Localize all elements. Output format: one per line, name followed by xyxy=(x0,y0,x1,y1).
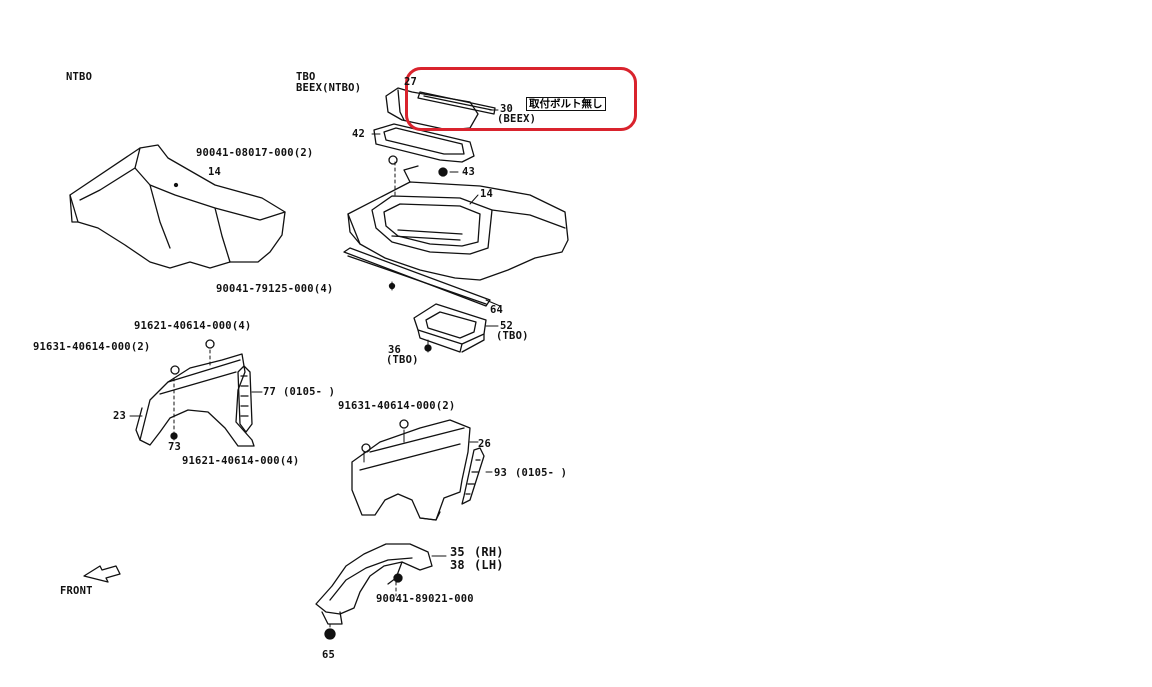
front-arrow-icon xyxy=(83,565,121,583)
label-30: 30 xyxy=(500,103,514,115)
label-bolt-91621-top: 91621-40614-000(4) xyxy=(134,320,252,332)
seal-64 xyxy=(343,247,501,307)
label-52: 52 xyxy=(500,320,514,332)
label-65: 65 xyxy=(322,649,336,661)
highlight-ring xyxy=(405,67,637,131)
fender-23 xyxy=(129,353,255,447)
label-bolt-91631-right: 91631-40614-000(2) xyxy=(338,400,456,412)
label-front: FRONT xyxy=(60,585,93,597)
header-beex-ntbo: BEEX(NTBO) xyxy=(296,82,362,94)
label-bolt-91631-left: 91631-40614-000(2) xyxy=(33,341,151,353)
label-bolt-91621-bottom: 91621-40614-000(4) xyxy=(182,455,300,467)
leaders-upper xyxy=(371,109,499,205)
label-26: 26 xyxy=(478,438,492,450)
wheel-liner-35-38 xyxy=(315,543,447,625)
header-ntbo: NTBO xyxy=(66,71,93,83)
label-27: 27 xyxy=(404,76,418,88)
label-36-tbo: (TBO) xyxy=(386,354,419,366)
label-38-lh: (LH) xyxy=(474,558,504,572)
bracket-52 xyxy=(413,303,499,353)
liner-93 xyxy=(461,447,493,505)
label-beex: (BEEX) xyxy=(497,113,537,125)
hood-ntbo xyxy=(69,144,286,269)
fender-26 xyxy=(351,419,479,521)
label-42: 42 xyxy=(352,128,366,140)
label-93: 93 xyxy=(494,467,508,479)
label-64: 64 xyxy=(490,304,504,316)
label-35: 35 xyxy=(450,545,465,559)
liner-77 xyxy=(237,365,263,433)
strip-30 xyxy=(417,91,496,115)
label-14-right: 14 xyxy=(480,188,494,200)
label-14-left: 14 xyxy=(208,166,222,178)
label-38: 38 xyxy=(450,558,465,572)
bolt-icon xyxy=(170,155,448,640)
header-tbo: TBO xyxy=(296,71,316,83)
label-43: 43 xyxy=(462,166,476,178)
label-73: 73 xyxy=(168,441,182,453)
hood-tbo xyxy=(347,165,569,281)
label-bolt-79125: 90041-79125-000(4) xyxy=(216,283,334,295)
label-93-code: (0105- ) xyxy=(515,467,568,479)
label-36: 36 xyxy=(388,344,402,356)
label-77-code: (0105- ) xyxy=(283,386,336,398)
label-77: 77 xyxy=(263,386,277,398)
label-35-rh: (RH) xyxy=(474,545,504,559)
label-bolt-89021: 90041-89021-000 xyxy=(376,593,474,605)
label-23: 23 xyxy=(113,410,127,422)
seal-42 xyxy=(373,123,475,163)
note-no-mounting-bolt: 取付ボルト無し xyxy=(526,97,606,111)
label-52-tbo: (TBO) xyxy=(496,330,529,342)
label-bolt-08017: 90041-08017-000(2) xyxy=(196,147,314,159)
